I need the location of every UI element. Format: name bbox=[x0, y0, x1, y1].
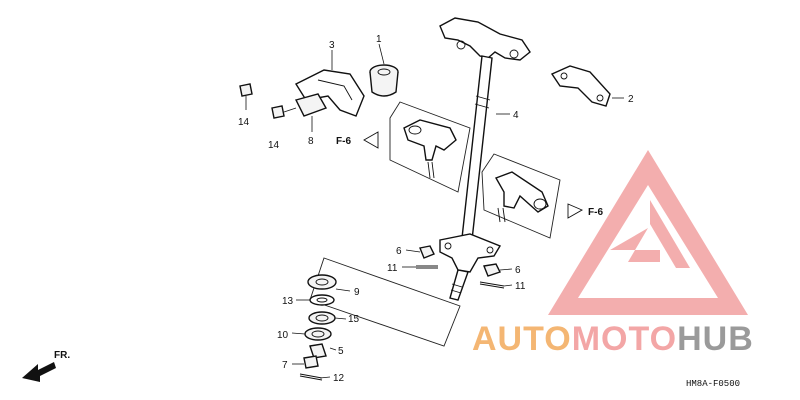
part-14-bolt-lower bbox=[271, 105, 297, 119]
steering-shaft bbox=[439, 17, 531, 301]
callout-15: 15 bbox=[348, 314, 360, 325]
ref-label-left: F-6 bbox=[336, 136, 351, 147]
callout-11-left: 11 bbox=[387, 263, 398, 274]
watermark-hub: HUB bbox=[677, 320, 754, 358]
part-7-nut bbox=[303, 355, 319, 369]
part-5-nut bbox=[309, 343, 327, 359]
callout-6-right: 6 bbox=[515, 265, 521, 276]
front-label: FR. bbox=[54, 350, 70, 361]
part-6-nut-right bbox=[483, 263, 501, 277]
watermark-logo bbox=[548, 150, 748, 315]
diagram-code: HM8A-F0500 bbox=[686, 379, 740, 389]
callout-14-lower: 14 bbox=[268, 140, 280, 151]
ref-arrow-left bbox=[363, 131, 379, 149]
ref-arrow-right bbox=[567, 203, 584, 219]
part-11-cotter-pin-left bbox=[416, 265, 438, 269]
tie-rod-frame-left bbox=[389, 101, 471, 193]
part-10-bearing bbox=[304, 327, 332, 341]
callout-6-left: 6 bbox=[396, 246, 402, 257]
callout-13: 13 bbox=[282, 296, 294, 307]
leader-lines bbox=[291, 43, 624, 379]
tie-rod-frame-right bbox=[481, 153, 561, 239]
ref-label-right: F-6 bbox=[588, 207, 603, 218]
part-6-nut-left bbox=[419, 245, 435, 259]
part-11-cotter-pin-right bbox=[479, 281, 505, 289]
tie-rod-end-left bbox=[403, 119, 457, 179]
callout-2: 2 bbox=[628, 94, 634, 105]
callout-12: 12 bbox=[333, 373, 345, 384]
part-13-washer bbox=[309, 294, 335, 306]
front-arrow-icon bbox=[22, 362, 56, 382]
part-9-seal bbox=[307, 274, 337, 290]
watermark-moto: MOTO bbox=[571, 320, 678, 358]
watermark-text: AUTOMOTOHUB bbox=[472, 320, 754, 359]
part-14-bolt-upper bbox=[239, 83, 253, 110]
callout-7: 7 bbox=[282, 360, 288, 371]
callout-8: 8 bbox=[308, 136, 314, 147]
tie-rod-end-right bbox=[494, 171, 549, 223]
callout-11-right: 11 bbox=[515, 281, 526, 292]
watermark-auto: AUTO bbox=[472, 320, 572, 358]
callout-9: 9 bbox=[354, 287, 360, 298]
callout-3: 3 bbox=[329, 40, 335, 51]
callout-10: 10 bbox=[277, 330, 289, 341]
part-15-bearing bbox=[308, 311, 336, 325]
callout-14-upper: 14 bbox=[238, 117, 250, 128]
part-1-bushing bbox=[369, 64, 399, 97]
callout-1: 1 bbox=[376, 34, 382, 45]
callout-4: 4 bbox=[513, 110, 519, 121]
callout-5: 5 bbox=[338, 346, 344, 357]
part-8-clamp bbox=[294, 93, 328, 132]
part-12-cotter-pin bbox=[299, 373, 323, 381]
part-2-shaft-holder bbox=[550, 65, 611, 107]
